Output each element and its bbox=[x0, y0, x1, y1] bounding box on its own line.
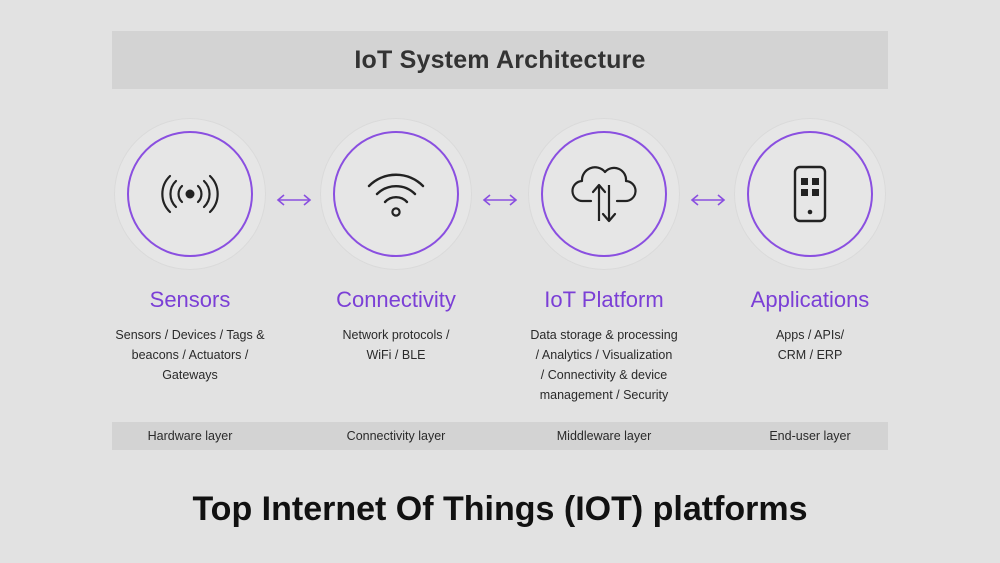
layer-iot-platform: IoT Platform Data storage & processing /… bbox=[514, 118, 694, 405]
layer-title: Connectivity bbox=[336, 287, 456, 312]
layer-footer-bar: Hardware layer Connectivity layer Middle… bbox=[112, 422, 888, 450]
layer-description: Apps / APIs/ CRM / ERP bbox=[775, 328, 845, 362]
icon-circle bbox=[747, 131, 873, 257]
layer-sensors: Sensors Sensors / Devices / Tags & beaco… bbox=[100, 118, 280, 385]
icon-ring bbox=[114, 118, 266, 270]
icon-ring bbox=[320, 118, 472, 270]
icon-circle bbox=[333, 131, 459, 257]
icon-circle bbox=[127, 131, 253, 257]
footer-label-end-user: End-user layer bbox=[769, 429, 851, 443]
layer-title: Applications bbox=[750, 287, 870, 312]
layer-description: Data storage & processing / Analytics / … bbox=[530, 328, 678, 402]
wifi-icon bbox=[367, 173, 425, 217]
layer-description: Network protocols / WiFi / BLE bbox=[342, 328, 450, 362]
icon-circle bbox=[541, 131, 667, 257]
icon-ring bbox=[528, 118, 680, 270]
footer-label-hardware: Hardware layer bbox=[147, 429, 233, 443]
layer-title: Sensors bbox=[149, 287, 231, 312]
bidirectional-arrow-icon bbox=[690, 194, 726, 206]
bidirectional-arrow-icon bbox=[482, 194, 518, 206]
layer-description: Sensors / Devices / Tags & beacons / Act… bbox=[115, 328, 265, 382]
smartphone-apps-icon bbox=[793, 165, 827, 223]
bidirectional-arrow-icon bbox=[276, 194, 312, 206]
layer-connectivity: Connectivity Network protocols / WiFi / … bbox=[306, 118, 486, 365]
caption: Top Internet Of Things (IOT) platforms bbox=[192, 490, 808, 528]
diagram-title: IoT System Architecture bbox=[354, 45, 646, 74]
footer-label-middleware: Middleware layer bbox=[556, 429, 652, 443]
layer-title: IoT Platform bbox=[544, 287, 664, 312]
layer-applications: Applications Apps / APIs/ CRM / ERP bbox=[720, 118, 900, 365]
cloud-transfer-icon bbox=[571, 166, 637, 223]
title-bar: IoT System Architecture bbox=[112, 31, 888, 89]
icon-ring bbox=[734, 118, 886, 270]
signal-broadcast-icon bbox=[161, 174, 219, 214]
footer-label-connectivity: Connectivity layer bbox=[346, 429, 446, 443]
